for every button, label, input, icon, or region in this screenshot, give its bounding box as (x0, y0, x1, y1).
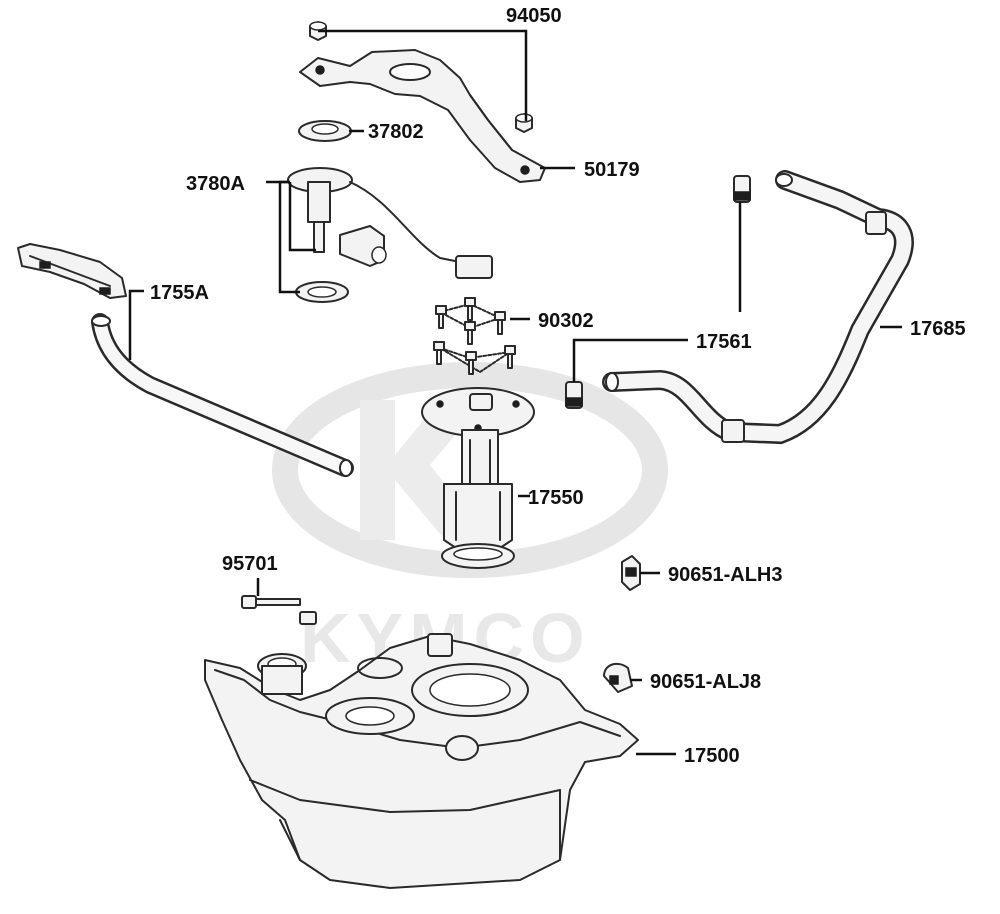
part-bolts-90302[interactable] (433, 297, 516, 375)
part-clip-1755A[interactable] (17, 243, 127, 299)
leader-3780A-sender (288, 182, 316, 252)
part-clip-90651-ALH3[interactable] (621, 555, 641, 591)
label-17561: 17561 (696, 331, 752, 353)
leader-3780A-ring (278, 180, 300, 294)
label-94050: 94050 (506, 5, 562, 27)
leader-1755A (128, 289, 144, 360)
label-90302: 90302 (538, 310, 594, 332)
label-90651-ALJ8: 90651-ALJ8 (650, 671, 761, 693)
part-hose-17685[interactable] (602, 170, 914, 445)
part-ring-37802[interactable] (298, 120, 352, 142)
callout-labels: 94050 37802 50179 3780A 1755A 90302 1756… (150, 5, 966, 767)
part-fuel-pump-17550[interactable] (421, 387, 535, 569)
part-fuel-tank-17500[interactable] (204, 633, 639, 889)
label-3780A: 3780A (186, 173, 245, 195)
part-bracket-50179[interactable] (299, 49, 546, 183)
part-nut-94050-bottom[interactable] (515, 113, 533, 133)
part-tube-1755A[interactable] (91, 313, 354, 477)
leader-94050 (318, 29, 528, 121)
label-17685: 17685 (910, 318, 966, 340)
leader-17561-lower (572, 338, 688, 382)
part-sender-3780A[interactable] (287, 167, 493, 303)
label-1755A: 1755A (150, 282, 209, 304)
label-17550: 17550 (528, 487, 584, 509)
label-50179: 50179 (584, 159, 640, 181)
leader-lines (128, 29, 902, 756)
label-17500: 17500 (684, 745, 740, 767)
label-37802: 37802 (368, 121, 424, 143)
part-clamp-17561-lower[interactable] (565, 381, 583, 409)
part-clip-90651-ALJ8[interactable] (603, 662, 633, 693)
part-clamp-17561-upper[interactable] (733, 175, 751, 203)
label-95701: 95701 (222, 553, 278, 575)
label-90651-ALH3: 90651-ALH3 (668, 564, 783, 586)
part-bolt-95701[interactable] (241, 595, 317, 625)
